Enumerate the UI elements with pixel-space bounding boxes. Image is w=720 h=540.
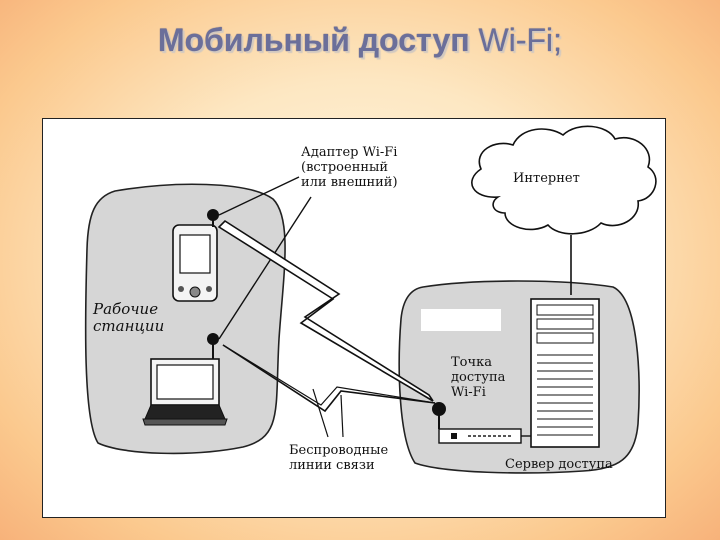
workstations-label: Рабочие станции xyxy=(93,300,165,335)
internet-label: Интернет xyxy=(513,171,580,186)
slide-title: Мобильный доступ Wi-Fi; xyxy=(0,22,720,59)
slide-title-suffix: Wi-Fi; xyxy=(469,22,563,58)
workstations-zone xyxy=(84,183,286,455)
wireless-bolt xyxy=(217,219,434,402)
access-point-device xyxy=(432,402,522,444)
wireless-links-label: Беспроводные линии связи xyxy=(289,443,389,473)
access-point-label: Точка доступа Wi-Fi xyxy=(451,355,506,400)
network-diagram: Адаптер Wi-Fi (встроенный или внешний) И… xyxy=(42,118,666,518)
diagram-drawing xyxy=(84,125,657,474)
access-server-label: Сервер доступа xyxy=(505,457,613,472)
server-tower xyxy=(530,298,600,448)
internet-cloud xyxy=(471,125,657,235)
slide-title-main: Мобильный доступ xyxy=(157,22,470,58)
pda-device xyxy=(172,209,219,302)
adapter-label: Адаптер Wi-Fi (встроенный или внешний) xyxy=(301,145,398,190)
laptop-device xyxy=(142,333,228,426)
